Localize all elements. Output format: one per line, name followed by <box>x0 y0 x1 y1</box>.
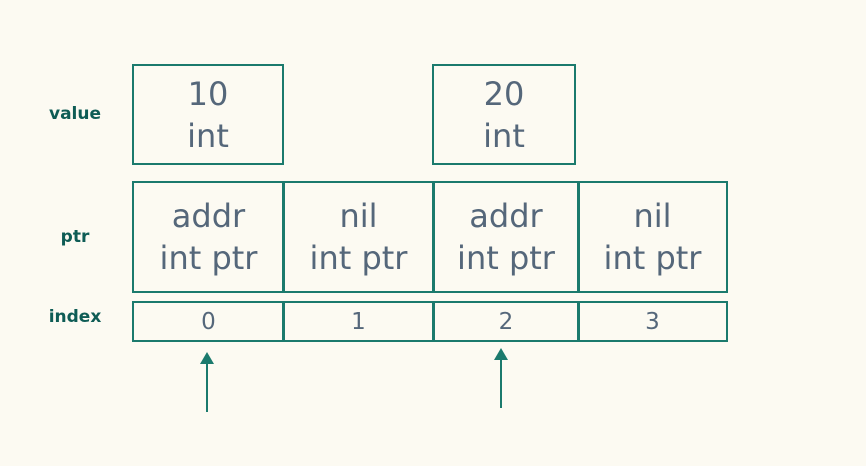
value-cell-number: 10 <box>187 74 229 113</box>
index-number: 1 <box>351 308 366 335</box>
index-cell-1: 1 <box>282 301 435 342</box>
ptr-cell-0: addr int ptr <box>132 181 285 293</box>
row-label-value: value <box>48 104 101 124</box>
index-cell-3: 3 <box>577 301 728 342</box>
ptr-cell-content: addr <box>171 197 246 235</box>
value-cell-0: 10 int <box>132 64 284 165</box>
ptr-cell-content: nil <box>339 197 378 235</box>
ptr-cell-type: int ptr <box>603 239 702 277</box>
value-cell-type: int <box>483 116 525 155</box>
ptr-cell-content: addr <box>469 197 543 235</box>
ptr-cell-3: nil int ptr <box>577 181 728 293</box>
ptr-cell-2: addr int ptr <box>432 181 580 293</box>
value-cell-type: int <box>187 116 229 155</box>
index-number: 2 <box>498 308 514 335</box>
up-arrow-icon <box>200 352 214 412</box>
row-label-ptr: ptr <box>60 227 90 247</box>
ptr-cell-type: int ptr <box>457 239 555 277</box>
ptr-cell-type: int ptr <box>309 239 408 277</box>
ptr-cell-type: int ptr <box>159 239 258 277</box>
index-cell-0: 0 <box>132 301 285 342</box>
ptr-cell-content: nil <box>633 197 672 235</box>
index-number: 3 <box>645 308 660 335</box>
value-cell-number: 20 <box>483 74 525 113</box>
index-number: 0 <box>201 308 216 335</box>
up-arrow-icon <box>494 348 508 408</box>
row-label-index: index <box>48 307 102 327</box>
ptr-cell-1: nil int ptr <box>282 181 435 293</box>
value-cell-2: 20 int <box>432 64 576 165</box>
index-cell-2: 2 <box>432 301 580 342</box>
